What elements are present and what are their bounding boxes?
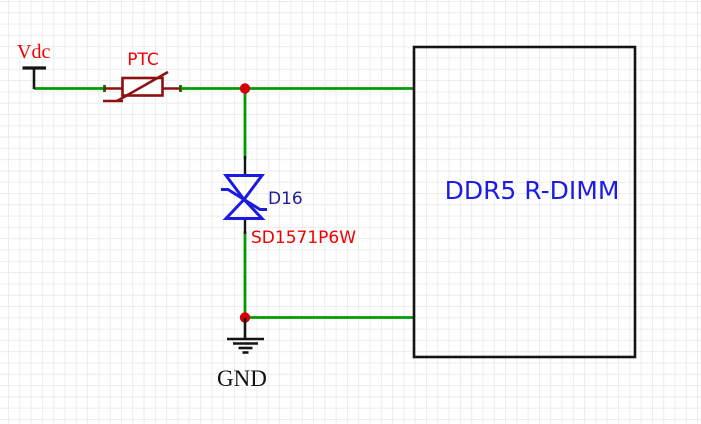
- vdc-label: Vdc: [17, 41, 50, 63]
- module-box[interactable]: [412, 45, 637, 359]
- diode-designator-label: D16: [268, 189, 303, 209]
- vdc-terminal[interactable]: [22, 66, 47, 89]
- module-label: DDR5 R-DIMM: [445, 176, 620, 205]
- junction-dot-bottom: [239, 312, 251, 323]
- ptc-fuse[interactable]: [103, 70, 181, 103]
- tvs-diode-symbol[interactable]: [221, 156, 267, 234]
- wire-vdc-to-module[interactable]: [34, 85, 414, 92]
- diode-part-number-label: SD1571P6W: [251, 228, 356, 248]
- junction-dot-top: [239, 83, 251, 94]
- gnd-label: GND: [217, 366, 267, 391]
- ground-symbol[interactable]: [227, 318, 264, 354]
- ptc-label: PTC: [127, 50, 159, 70]
